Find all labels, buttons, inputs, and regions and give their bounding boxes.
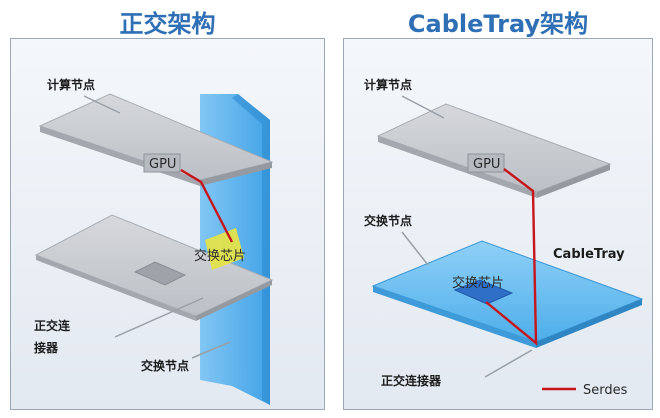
left-switch-node-plane-edge — [232, 94, 270, 405]
left-connector-label-2: 接器 — [34, 340, 59, 355]
right-switch-chip — [453, 279, 514, 305]
left-compute-node-label: 计算节点 — [47, 77, 95, 92]
right-switch-board-edge — [373, 286, 536, 348]
left-switch-node-label: 交换节点 — [141, 358, 189, 373]
right-serdes-path — [485, 168, 538, 346]
left-switch-node-pointer — [191, 341, 231, 359]
left-lower-board-side — [196, 280, 272, 321]
left-serdes-path — [180, 168, 234, 243]
left-switch-chip-label: 交换芯片 — [194, 248, 246, 264]
left-switch-chip — [205, 228, 244, 270]
right-connector-pointer — [484, 349, 533, 378]
title-orthogonal-architecture: 正交架构 — [119, 10, 216, 38]
right-switch-chip-label: 交换芯片 — [452, 275, 504, 291]
right-switch-node-label: 交换节点 — [364, 213, 412, 228]
right-compute-board-edge — [378, 136, 537, 198]
left-compute-node-pointer — [83, 95, 121, 114]
right-compute-board-side — [537, 164, 610, 198]
right-compute-node-label: 计算节点 — [364, 77, 412, 92]
left-connector-label-1: 正交连 — [34, 318, 71, 333]
right-gpu-label: GPU — [473, 157, 500, 172]
left-lower-board-edge — [36, 255, 196, 321]
right-switch-node-pointer — [401, 231, 429, 266]
left-upper-board-side — [200, 162, 272, 186]
left-gpu-label: GPU — [149, 157, 176, 172]
left-lower-board-chip — [133, 261, 187, 286]
right-gpu-chip — [467, 153, 505, 173]
right-cabletray-label: CableTray — [553, 247, 625, 262]
right-switch-board-side — [536, 299, 642, 348]
right-compute-node-pointer — [401, 95, 445, 119]
panel-orthogonal — [10, 38, 325, 410]
left-gpu-chip — [143, 153, 181, 173]
title-cabletray-architecture: CableTray架构 — [407, 10, 589, 38]
legend-serdes-label: Serdes — [583, 383, 628, 398]
left-connector-pointer — [114, 297, 204, 338]
panel-cabletray — [343, 38, 653, 410]
right-connector-label: 正交连接器 — [381, 373, 442, 388]
